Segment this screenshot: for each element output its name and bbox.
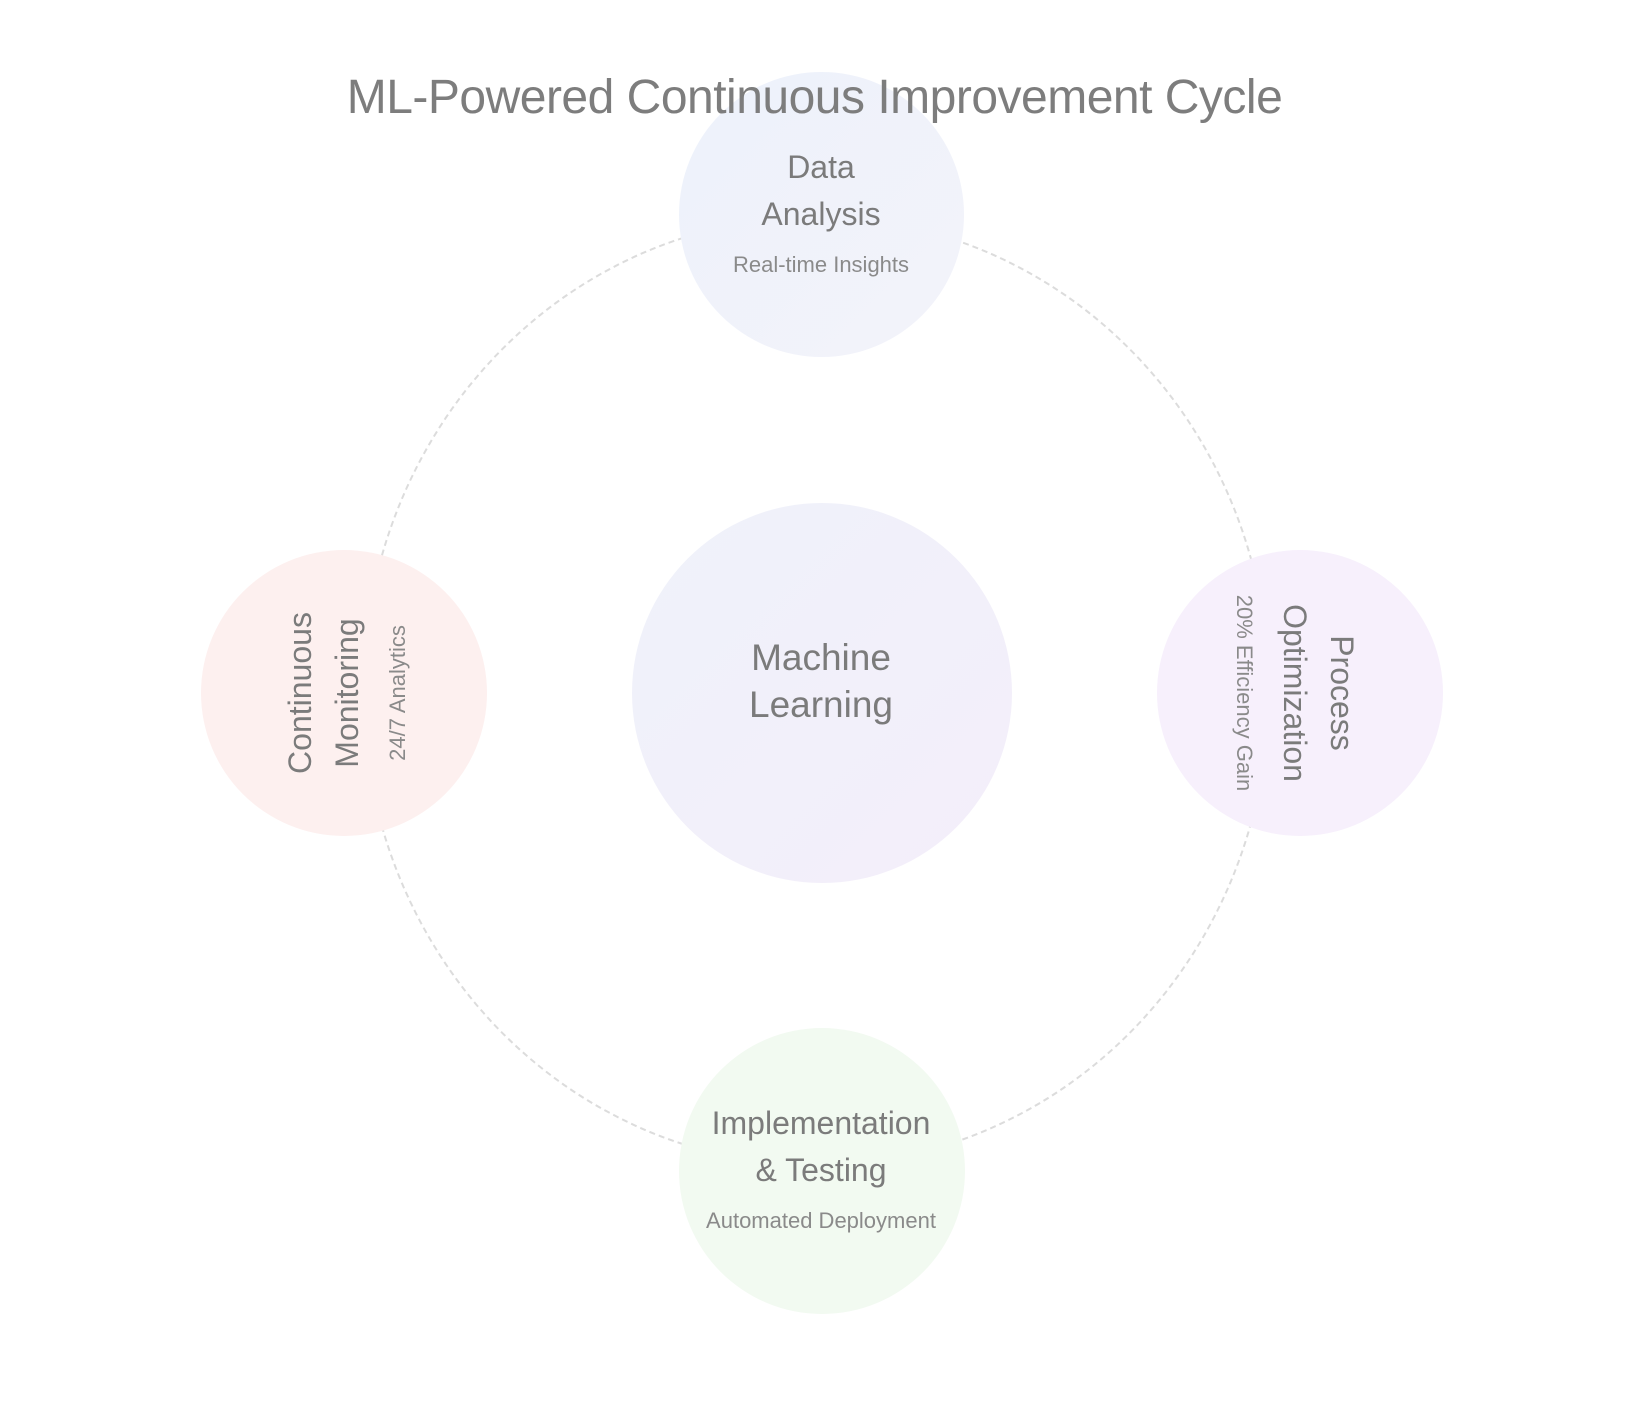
node-process-optimization-title-line2: Optimization (1277, 604, 1313, 782)
node-implementation-testing-title-line2: & Testing (755, 1152, 887, 1188)
node-data-analysis-title: Data Analysis (733, 144, 909, 238)
node-process-optimization-title-line1: Process (1324, 635, 1360, 751)
node-implementation-testing-text: Implementation & Testing Automated Deplo… (706, 1100, 936, 1236)
node-continuous-monitoring (201, 550, 487, 836)
node-data-analysis-subtitle: Real-time Insights (732, 252, 910, 277)
node-continuous-monitoring-text: Continuous Monitoring 24/7 Analytics (277, 612, 413, 774)
node-machine-learning-text: Machine Learning (749, 634, 893, 728)
node-process-optimization-subtitle: 20% Efficiency Gain (1232, 594, 1257, 792)
node-data-analysis-title-line2: Analysis (761, 196, 881, 232)
node-data-analysis (679, 72, 964, 357)
node-implementation-testing-subtitle: Automated Deployment (706, 1208, 936, 1233)
node-implementation-testing-title: Implementation & Testing (706, 1100, 936, 1194)
node-continuous-monitoring-title-line1: Continuous (282, 612, 318, 774)
node-implementation-testing (679, 1028, 965, 1314)
node-continuous-monitoring-title: Continuous Monitoring (277, 612, 371, 774)
node-machine-learning-title-line2: Learning (748, 684, 894, 725)
node-continuous-monitoring-title-line2: Monitoring (329, 618, 365, 768)
node-process-optimization (1157, 550, 1443, 836)
node-data-analysis-text: Data Analysis Real-time Insights (733, 144, 909, 280)
node-machine-learning-title: Machine Learning (749, 634, 893, 728)
node-process-optimization-text: Process Optimization 20% Efficiency Gain (1229, 595, 1365, 791)
node-continuous-monitoring-subtitle: 24/7 Analytics (385, 625, 410, 761)
node-data-analysis-title-line1: Data (787, 149, 855, 185)
node-process-optimization-title: Process Optimization (1271, 595, 1365, 791)
node-machine-learning-title-line1: Machine (751, 637, 891, 678)
diagram-title: ML-Powered Continuous Improvement Cycle (346, 71, 1283, 124)
node-implementation-testing-title-line1: Implementation (711, 1105, 931, 1141)
node-machine-learning (632, 503, 1012, 883)
